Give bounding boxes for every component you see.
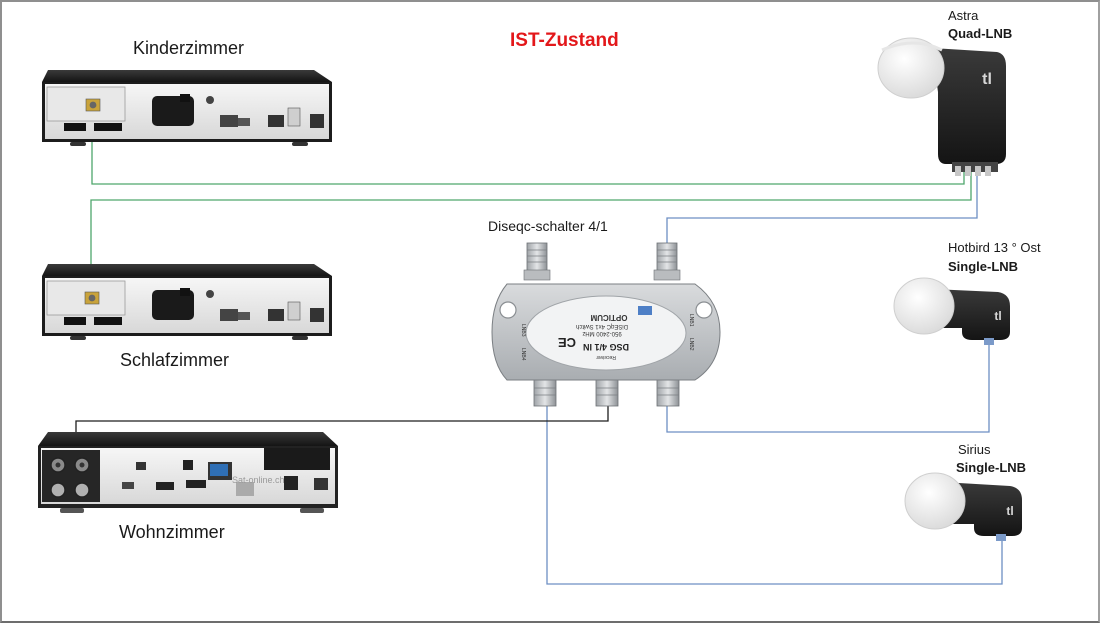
switch-port-bottom-right: [656, 373, 680, 407]
diseqc-switch: OPTICUM DiSEqC 4x1 Switch 950-2400 MHz D…: [491, 242, 721, 407]
switch-lnb-label: LNB2: [688, 338, 694, 351]
lnb-hotbird: tl: [893, 277, 1010, 345]
switch-model: DSG 4/1 IN: [583, 342, 629, 352]
wohnzimmer-watermark: Sat-online.ch: [232, 475, 285, 485]
switch-port-receiver: [595, 373, 619, 407]
lnb-sirius-type: Single-LNB: [956, 460, 1027, 475]
cable-astra-switch: [666, 170, 978, 246]
cable-schlafzimmer-astra: [90, 172, 972, 296]
switch-brand: OPTICUM: [590, 313, 627, 322]
cable-hotbird-switch: [666, 342, 990, 433]
diagram-title: IST-Zustand: [510, 30, 619, 51]
lnb-hotbird-type: Single-LNB: [948, 259, 1019, 274]
switch-ce-mark: CE: [558, 335, 576, 350]
lnb-hotbird-name: Hotbird 13 ° Ost: [948, 240, 1041, 255]
lnb-logo: tl: [982, 71, 992, 88]
receiver-wohnzimmer: [38, 432, 338, 513]
switch-line1: DiSEqC 4x1 Switch: [576, 323, 628, 329]
lnb-sirius: tl: [904, 472, 1022, 541]
switch-line2: 950-2400 MHz: [582, 330, 621, 336]
lnb-sirius-name: Sirius: [958, 442, 991, 457]
receiver-kinderzimmer: [42, 70, 332, 146]
room-label-wohnzimmer: Wohnzimmer: [119, 522, 225, 542]
switch-port-top-left: [523, 242, 551, 281]
receiver-schlafzimmer: [42, 264, 332, 340]
cable-sirius-switch: [546, 406, 1003, 585]
switch-port-top-right: [653, 242, 681, 281]
room-label-kinderzimmer: Kinderzimmer: [133, 38, 245, 58]
lnb-astra-name: Astra: [948, 8, 979, 23]
switch-lnb-label: LNB3: [520, 324, 526, 337]
switch-lnb-label: LNB4: [520, 348, 526, 361]
room-label-schlafzimmer: Schlafzimmer: [120, 350, 230, 370]
lnb-astra-type: Quad-LNB: [948, 26, 1013, 41]
switch-lnb-label: LNB1: [688, 314, 694, 327]
switch-port-bottom-left: [533, 373, 557, 407]
lnb-astra: tl: [877, 37, 1006, 176]
switch-label: Diseqc-schalter 4/1: [488, 218, 608, 234]
lnb-logo: tl: [1006, 504, 1013, 518]
lnb-logo: tl: [994, 309, 1001, 323]
switch-receiver-label: Receiver: [596, 354, 616, 360]
cable-kinderzimmer-astra: [91, 110, 965, 185]
